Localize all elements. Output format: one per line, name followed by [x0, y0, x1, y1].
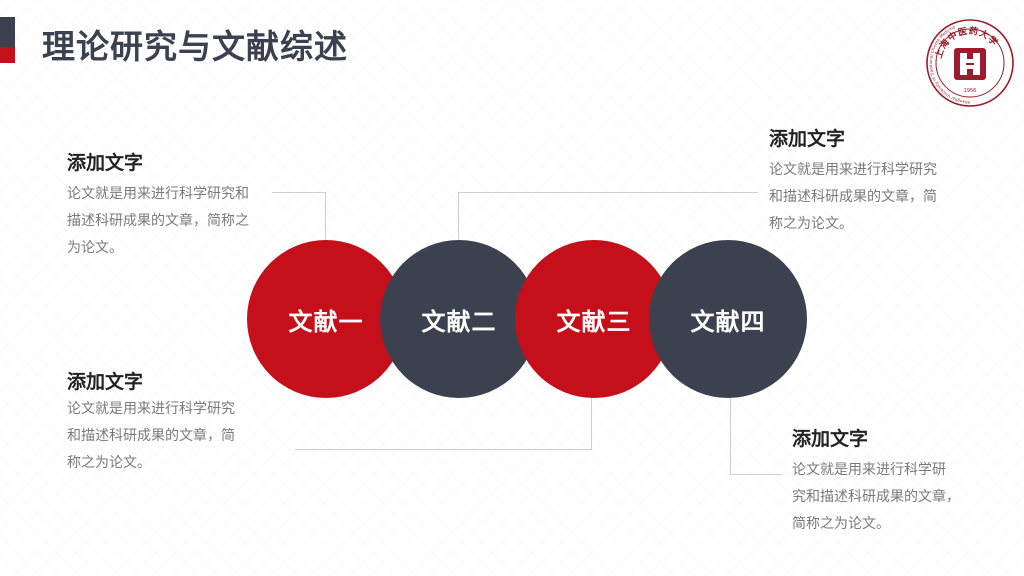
- block-body: 论文就是用来进行科学研 究和描述科研成果的文章， 简称之为论文。: [792, 462, 960, 532]
- logo-year: 1956: [964, 88, 977, 94]
- connector-3-rise: [591, 396, 592, 450]
- block-heading: 添加文字: [792, 428, 869, 450]
- text-block-bottom-left: 添加文字 论文就是用来进行科学研究 和描述科研成果的文章，简 称之为论文。: [67, 367, 235, 477]
- connector-3: [295, 449, 592, 450]
- connector-4: [730, 474, 782, 475]
- block-heading: 添加文字: [769, 128, 846, 150]
- connector-4-rise: [730, 396, 731, 474]
- block-body: 论文就是用来进行科学研究 和描述科研成果的文章，简 称之为论文。: [769, 162, 937, 232]
- connector-1-drop: [325, 192, 326, 242]
- university-logo: Shanghai University of Traditional Chine…: [926, 19, 1014, 107]
- circle-literature-4[interactable]: 文献四: [649, 240, 807, 398]
- block-body: 论文就是用来进行科学研究 和描述科研成果的文章，简 称之为论文。: [67, 401, 235, 471]
- page-title: 理论研究与文献综述: [42, 27, 348, 66]
- connector-1: [272, 192, 326, 193]
- text-block-top-right: 添加文字 论文就是用来进行科学研究 和描述科研成果的文章，简 称之为论文。: [769, 124, 937, 238]
- circle-literature-1[interactable]: 文献一: [247, 240, 405, 398]
- block-body: 论文就是用来进行科学研究和 描述科研成果的文章，简称之 为论文。: [67, 186, 249, 256]
- block-heading: 添加文字: [67, 371, 144, 393]
- text-block-top-left: 添加文字 论文就是用来进行科学研究和 描述科研成果的文章，简称之 为论文。: [67, 148, 249, 262]
- title-accent-dark: [0, 17, 15, 47]
- connector-2: [458, 192, 758, 193]
- block-heading: 添加文字: [67, 152, 144, 174]
- circle-literature-3[interactable]: 文献三: [515, 240, 673, 398]
- title-accent-red: [0, 47, 15, 63]
- connector-2-drop: [458, 192, 459, 242]
- text-block-bottom-right: 添加文字 论文就是用来进行科学研 究和描述科研成果的文章， 简称之为论文。: [792, 424, 960, 538]
- circle-literature-2[interactable]: 文献二: [380, 240, 538, 398]
